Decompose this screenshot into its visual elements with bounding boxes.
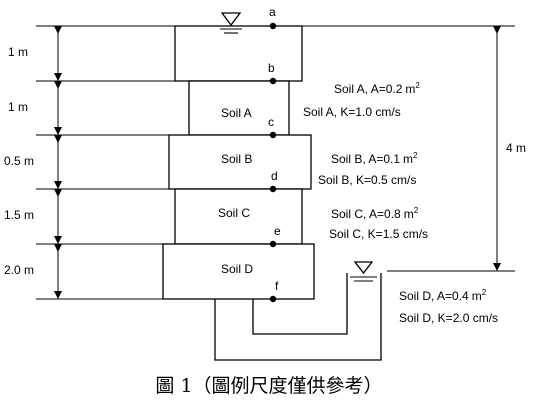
dim-label-3: 0.5 m [4, 154, 34, 168]
point-c-label: c [268, 115, 274, 129]
measurement-points [269, 22, 277, 303]
point-e-marker [269, 240, 277, 248]
soil-c-k: Soil C, K=1.5 cm/s [329, 227, 428, 241]
soil-d-name: Soil D [221, 262, 253, 276]
point-a-label: a [269, 5, 276, 19]
soil-b-name: Soil B [221, 152, 252, 166]
dim-label-2: 1 m [8, 100, 28, 114]
point-d-marker [269, 185, 277, 193]
point-f-marker [269, 295, 277, 303]
point-a-marker [269, 22, 277, 30]
soil-b-k: Soil B, K=0.5 cm/s [318, 173, 416, 187]
point-f-label: f [275, 279, 279, 293]
point-c-marker [269, 131, 277, 139]
point-b-marker [269, 77, 277, 85]
soil-a-box [188, 80, 290, 136]
point-d-label: d [271, 169, 278, 183]
dim-label-4: 1.5 m [4, 208, 34, 222]
soil-b-box [168, 134, 312, 190]
dim-label-5: 2.0 m [4, 263, 34, 277]
figure-caption: 圖 1（圖例尺度僅供參考） [155, 375, 382, 397]
water-table-symbol-outlet [350, 261, 377, 282]
outlet-pipe [214, 273, 382, 361]
point-b-label: b [268, 61, 275, 75]
dim-label-1: 1 m [8, 45, 28, 59]
soil-c-name: Soil C [218, 206, 250, 220]
point-e-label: e [274, 224, 281, 238]
top-reservoir [174, 25, 303, 82]
soil-d-box [162, 243, 315, 300]
soil-d-k: Soil D, K=2.0 cm/s [399, 311, 498, 325]
total-head-label: 4 m [506, 141, 526, 155]
soil-a-k: Soil A, K=1.0 cm/s [303, 105, 401, 119]
soil-a-name: Soil A [221, 106, 252, 120]
water-table-symbol-top [220, 12, 242, 34]
soil-c-box [174, 188, 303, 245]
